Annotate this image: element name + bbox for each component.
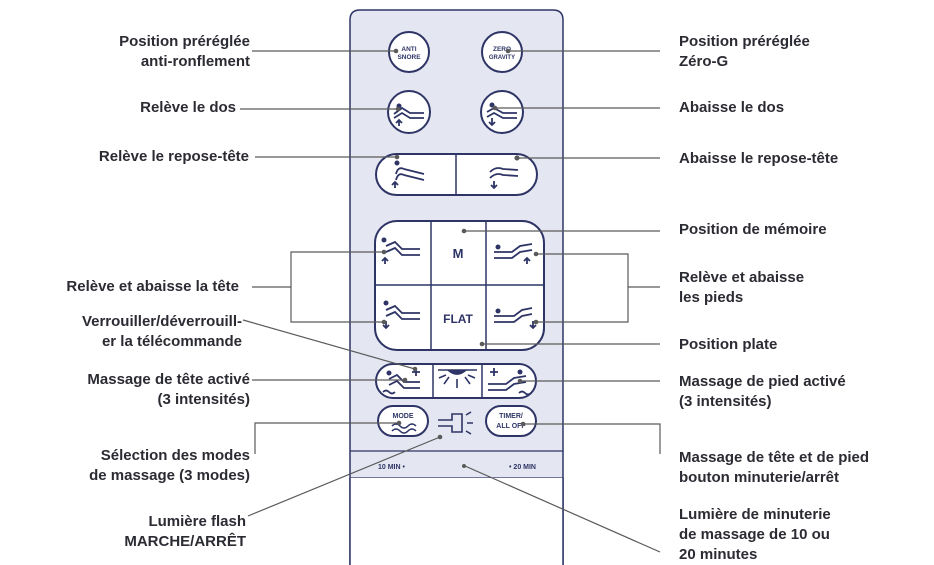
label-timer-off: Massage de tête et de pied bouton minute… bbox=[679, 448, 869, 488]
label-back-up: Relève le dos bbox=[140, 99, 236, 116]
label-head-up-down: Relève et abaisse la tête bbox=[66, 278, 239, 295]
label-timer-light: Lumière de minuterie de massage de 10 ou… bbox=[679, 505, 831, 565]
label-lock-line-2: er la télécommande bbox=[101, 333, 242, 350]
back-down-icon bbox=[486, 106, 517, 127]
lock-icon bbox=[438, 369, 477, 388]
feet-up-icon bbox=[494, 243, 533, 264]
label-headrest-up: Relève le repose-tête bbox=[98, 148, 249, 165]
label-memory-position: Position de mémoire bbox=[679, 221, 827, 238]
label-foot-massage: Massage de pied activé (3 intensités) bbox=[679, 372, 846, 412]
label-feet-up-down: Relève et abaisse les pieds bbox=[679, 268, 804, 308]
label-head-massage: Massage de tête activé (3 intensités) bbox=[87, 370, 250, 410]
head-up-icon bbox=[381, 240, 420, 264]
label-mode-line-2: de massage (3 modes) bbox=[89, 467, 250, 484]
headrest-down-icon bbox=[489, 167, 519, 190]
label-flash-line-2: MARCHE/ARRÊT bbox=[124, 533, 246, 550]
label-zero-g: Position préréglée Zéro-G bbox=[679, 32, 810, 72]
label-lock-remote: Verrouiller/déverrouill- er la télécomma… bbox=[82, 312, 242, 352]
label-zero-g-line-2: Zéro-G bbox=[679, 53, 729, 70]
label-anti-snore: Position préréglée anti-ronflement bbox=[119, 32, 250, 72]
memory-button-label: M bbox=[453, 246, 464, 261]
label-foot-massage-line-1: Massage de pied activé bbox=[679, 373, 846, 390]
zero-gravity-button bbox=[481, 31, 523, 73]
label-flashlight: Lumière flash MARCHE/ARRÊT bbox=[124, 512, 246, 552]
label-flash-line-1: Lumière flash bbox=[148, 513, 246, 530]
label-back-down: Abaisse le dos bbox=[679, 99, 785, 116]
label-zero-g-line-1: Position préréglée bbox=[679, 33, 810, 50]
label-mode-line-1: Sélection des modes bbox=[100, 447, 250, 464]
timer-20-min-label: • 20 MIN bbox=[509, 464, 536, 471]
headrest-up-icon bbox=[391, 167, 425, 188]
wave-icon bbox=[391, 423, 417, 434]
leader-lines bbox=[240, 50, 661, 553]
label-timer-light-line-2: de massage de 10 ou bbox=[679, 526, 830, 543]
feet-down-icon bbox=[494, 307, 537, 330]
label-feet-line-1: Relève et abaisse bbox=[679, 269, 805, 286]
label-timer-light-line-3: 20 minutes bbox=[679, 546, 758, 563]
label-feet-line-2: les pieds bbox=[679, 289, 744, 306]
timer-button-label-2: ALL OFF bbox=[496, 423, 526, 430]
label-head-massage-line-2: (3 intensités) bbox=[157, 391, 250, 408]
head-massage-icon bbox=[382, 368, 420, 395]
massage-button-pill bbox=[375, 363, 537, 399]
flat-button-label: FLAT bbox=[443, 312, 473, 326]
label-lock-line-1: Verrouiller/déverrouill- bbox=[81, 313, 242, 330]
label-flat-position: Position plate bbox=[679, 336, 778, 353]
label-timer-light-line-1: Lumière de minuterie bbox=[679, 506, 831, 523]
label-head-massage-line-1: Massage de tête activé bbox=[87, 371, 250, 388]
label-foot-massage-line-2: (3 intensités) bbox=[679, 393, 772, 410]
timer-10-min-label: 10 MIN • bbox=[378, 464, 406, 471]
timer-button-label-1: TIMER/ bbox=[499, 413, 523, 420]
label-headrest-down: Abaisse le repose-tête bbox=[679, 150, 839, 167]
anti-snore-text-1: ANTI bbox=[401, 46, 416, 53]
label-timer-off-line-2: bouton minuterie/arrêt bbox=[679, 469, 840, 486]
mode-button bbox=[377, 405, 429, 437]
zero-gravity-text-1: ZERO bbox=[493, 46, 511, 53]
label-anti-snore-line-2: anti-ronflement bbox=[140, 53, 250, 70]
remote-bottom-panel bbox=[350, 478, 563, 565]
label-massage-mode: Sélection des modes de massage (3 modes) bbox=[89, 446, 250, 486]
anti-snore-button bbox=[388, 31, 430, 73]
label-timer-off-line-1: Massage de tête et de pied bbox=[679, 449, 870, 466]
timer-light-dot bbox=[462, 464, 466, 468]
leader-dots bbox=[381, 48, 539, 440]
anti-snore-text-2: SNORE bbox=[397, 54, 421, 61]
mode-button-label: MODE bbox=[393, 413, 414, 420]
zero-gravity-text-2: GRAVITY bbox=[489, 55, 515, 61]
flashlight-icon bbox=[438, 411, 473, 435]
timer-all-off-button bbox=[485, 405, 537, 437]
label-anti-snore-line-1: Position préréglée bbox=[119, 33, 250, 50]
